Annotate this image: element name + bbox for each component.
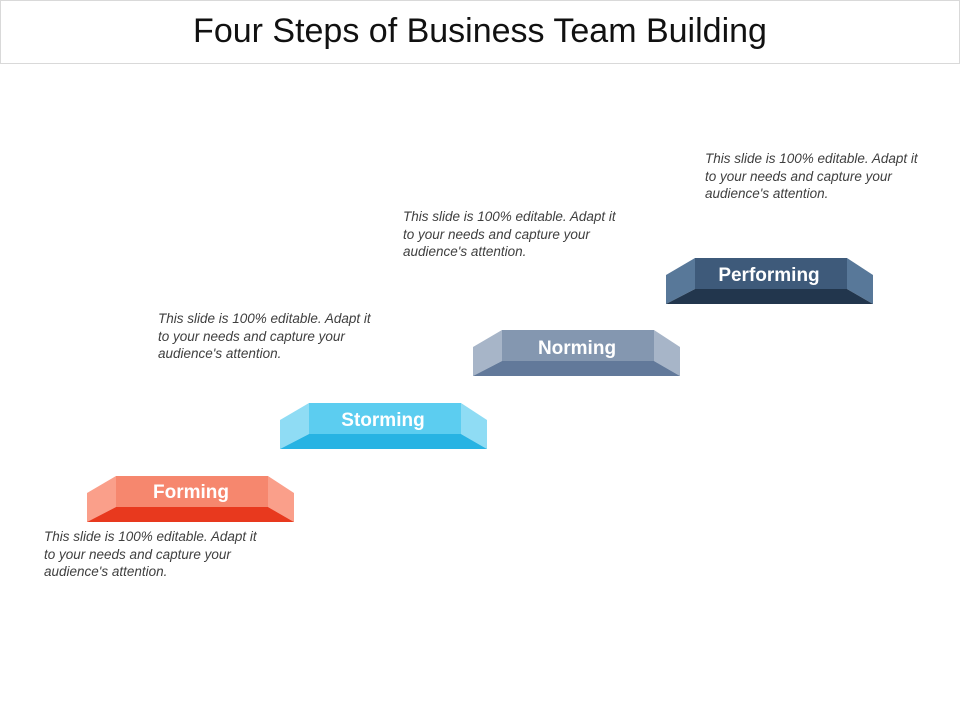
- description-line: audience's attention.: [158, 346, 282, 361]
- step-norming-bottom-face: [473, 361, 680, 376]
- step-forming-description: This slide is 100% editable. Adapt it to…: [44, 528, 284, 581]
- description-line: audience's attention.: [44, 564, 168, 579]
- step-performing-right-bevel: [847, 258, 873, 304]
- step-storming-bottom-face: [280, 434, 487, 449]
- step-performing-description: This slide is 100% editable. Adapt it to…: [705, 150, 945, 203]
- description-line: audience's attention.: [403, 244, 527, 259]
- step-norming-left-bevel: [473, 330, 502, 376]
- step-norming-label: Norming: [538, 338, 616, 359]
- step-norming-right-bevel: [654, 330, 680, 376]
- description-line: to your needs and capture your: [403, 226, 590, 242]
- description-line: audience's attention.: [705, 186, 829, 201]
- step-storming-label: Storming: [341, 410, 424, 431]
- step-storming-left-bevel: [280, 403, 309, 449]
- description-line: This slide is 100% editable. Adapt it: [403, 209, 616, 224]
- step-storming: Storming: [280, 403, 487, 449]
- step-forming-bottom-face: [87, 507, 294, 522]
- step-storming-right-bevel: [461, 403, 487, 449]
- step-performing-left-bevel: [666, 258, 695, 304]
- title-bar: Four Steps of Business Team Building: [0, 0, 960, 64]
- step-forming-left-bevel: [87, 476, 116, 522]
- description-line: This slide is 100% editable. Adapt it: [158, 311, 371, 326]
- step-norming-front-face: [502, 330, 654, 361]
- description-line: to your needs and capture your: [44, 546, 231, 562]
- step-storming-front-face: [309, 403, 461, 434]
- step-performing: Performing: [666, 258, 873, 304]
- step-performing-label: Performing: [718, 265, 819, 286]
- step-performing-bottom-face: [666, 289, 873, 304]
- step-forming-right-bevel: [268, 476, 294, 522]
- description-line: This slide is 100% editable. Adapt it: [44, 529, 257, 544]
- step-forming: Forming: [87, 476, 294, 522]
- step-norming-description: This slide is 100% editable. Adapt it to…: [403, 208, 643, 261]
- description-line: to your needs and capture your: [158, 328, 345, 344]
- step-performing-front-face: [695, 258, 847, 289]
- step-forming-label: Forming: [153, 482, 229, 503]
- step-norming: Norming: [473, 330, 680, 376]
- description-line: to your needs and capture your: [705, 168, 892, 184]
- step-storming-description: This slide is 100% editable. Adapt it to…: [158, 310, 398, 363]
- slide-title: Four Steps of Business Team Building: [193, 11, 767, 50]
- description-line: This slide is 100% editable. Adapt it: [705, 151, 918, 166]
- step-forming-front-face: [116, 476, 268, 507]
